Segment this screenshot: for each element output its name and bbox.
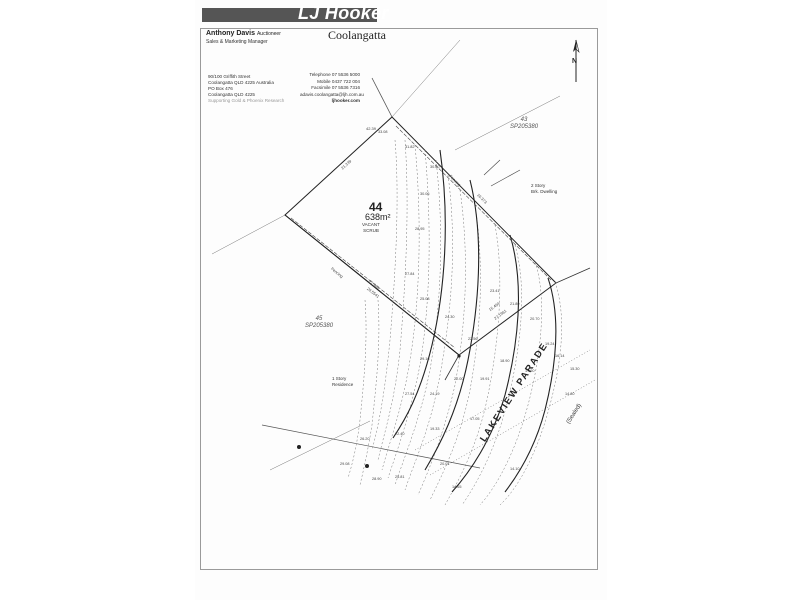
- svg-text:20.70: 20.70: [530, 317, 540, 321]
- svg-text:16.14: 16.14: [555, 354, 565, 358]
- dimension-top: 42.39: [366, 126, 377, 131]
- svg-text:19.33: 19.33: [430, 427, 440, 431]
- svg-text:29.08: 29.08: [340, 462, 350, 466]
- lot-area: 638m²: [365, 212, 391, 222]
- page-border: [200, 28, 598, 570]
- dwelling-label-left: 1 Story Residence: [332, 376, 354, 387]
- svg-text:30.06: 30.06: [420, 192, 430, 196]
- north-label: N: [572, 58, 578, 65]
- svg-text:22.40: 22.40: [395, 432, 405, 436]
- contact-line: Facsimile 07 5536 7316: [311, 85, 360, 90]
- contact-line: Telephone 07 5536 5000: [309, 72, 360, 77]
- svg-text:20.04: 20.04: [440, 462, 450, 466]
- svg-text:28.90: 28.90: [372, 477, 382, 481]
- neighbor-lot-43: 43 SP205380: [510, 117, 539, 130]
- lot-notes: VACANT SCRUB: [362, 222, 380, 233]
- svg-text:14.10: 14.10: [510, 467, 520, 471]
- contact-line: Mobile 0437 722 004: [317, 78, 360, 84]
- svg-text:30.60: 30.60: [430, 165, 440, 169]
- north-arrow-icon: [573, 39, 580, 82]
- dwelling-label-right: 2 Story Brk. Dwelling: [531, 183, 558, 194]
- svg-text:22.56: 22.56: [468, 337, 478, 341]
- svg-text:25.08: 25.08: [420, 297, 430, 301]
- svg-text:23.41: 23.41: [490, 289, 500, 293]
- svg-text:24.30: 24.30: [445, 315, 455, 319]
- plan-page: [195, 0, 607, 600]
- address-line: Coolangatta QLD 4225: [208, 92, 255, 97]
- address-line: 90/100 Griffith Street: [208, 74, 251, 79]
- svg-text:31.82: 31.82: [405, 145, 415, 149]
- svg-text:14.80: 14.80: [565, 392, 575, 396]
- brand-logo: LJ Hooker: [298, 3, 389, 23]
- lot-number: 44: [369, 200, 383, 214]
- svg-text:18.90: 18.90: [500, 359, 510, 363]
- svg-text:19.24: 19.24: [545, 342, 555, 346]
- header-band: [202, 8, 377, 22]
- svg-text:25.81: 25.81: [395, 475, 405, 479]
- svg-text:28.95: 28.95: [415, 227, 425, 231]
- svg-text:19.91: 19.91: [480, 377, 490, 381]
- svg-text:17.05: 17.05: [470, 417, 480, 421]
- address-line: Coolangatta QLD 4225 Australia: [208, 80, 274, 85]
- agent-name: Anthony Davis Auctioneer: [206, 30, 281, 37]
- svg-text:24.19: 24.19: [430, 392, 440, 396]
- svg-text:27.54: 27.54: [405, 392, 415, 396]
- neighbor-lot-45: 45 SP205380: [305, 316, 334, 329]
- address-line: PO Box 476: [208, 86, 233, 91]
- contact-line: ljhooker.com: [331, 98, 360, 103]
- svg-text:14.65: 14.65: [452, 485, 462, 489]
- office-city: Coolangatta: [328, 28, 386, 42]
- svg-text:27.84: 27.84: [405, 272, 415, 276]
- svg-text:21.80: 21.80: [510, 302, 520, 306]
- svg-text:29.16: 29.16: [420, 357, 430, 361]
- svg-text:15.30: 15.30: [570, 367, 580, 371]
- svg-text:33.08: 33.08: [378, 130, 388, 134]
- svg-text:17.60: 17.60: [525, 369, 535, 373]
- svg-text:26.20: 26.20: [360, 437, 370, 441]
- office-contact: Telephone 07 5536 5000 Mobile 0437 722 0…: [300, 72, 364, 105]
- agent-title: Sales & Marketing Manager: [206, 39, 268, 45]
- office-address: 90/100 Griffith Street Coolangatta QLD 4…: [208, 74, 284, 104]
- address-note: Supporting Gold & Phoenix Research: [208, 98, 285, 103]
- svg-text:22.00: 22.00: [454, 377, 464, 381]
- contact-line: adavis.coolangatta@ljh.com.au: [300, 91, 364, 97]
